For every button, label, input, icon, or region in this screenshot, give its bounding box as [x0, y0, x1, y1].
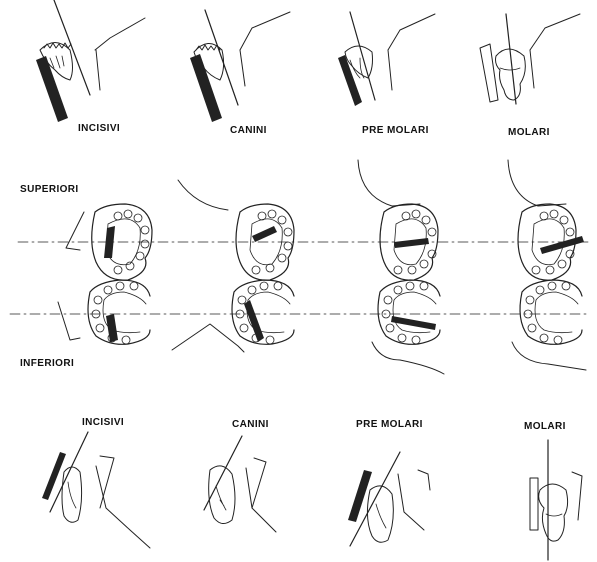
bottom-label-pre-molari: PRE MOLARI: [356, 419, 423, 430]
top-label-incisivi: INCISIVI: [78, 123, 120, 134]
top-label-pre-molari: PRE MOLARI: [362, 125, 429, 136]
label-inferiori: INFERIORI: [20, 358, 74, 369]
bottom-canine-figure: [204, 436, 276, 532]
top-molar-figure: [480, 14, 580, 104]
upper-arch-molars: [508, 160, 584, 280]
bottom-label-incisivi: INCISIVI: [82, 417, 124, 428]
bottom-label-molari: MOLARI: [524, 421, 566, 432]
lower-arch-incisors: [58, 280, 150, 344]
bottom-label-canini: CANINI: [232, 419, 269, 430]
lower-arch-molars: [512, 280, 586, 370]
top-incisor-figure: [36, 0, 145, 122]
top-premolar-figure: [338, 12, 435, 106]
upper-arch-canines: [178, 180, 294, 280]
lower-arch-canines: [172, 280, 294, 352]
upper-arch-premolars: [358, 160, 438, 280]
lower-arch-premolars: [372, 280, 444, 374]
bottom-molar-figure: [530, 440, 582, 560]
bottom-premolar-figure: [348, 452, 430, 546]
top-label-canini: CANINI: [230, 125, 267, 136]
label-superiori: SUPERIORI: [20, 184, 79, 195]
top-label-molari: MOLARI: [508, 127, 550, 138]
bottom-incisor-figure: [42, 432, 150, 548]
top-canine-figure: [190, 10, 290, 122]
